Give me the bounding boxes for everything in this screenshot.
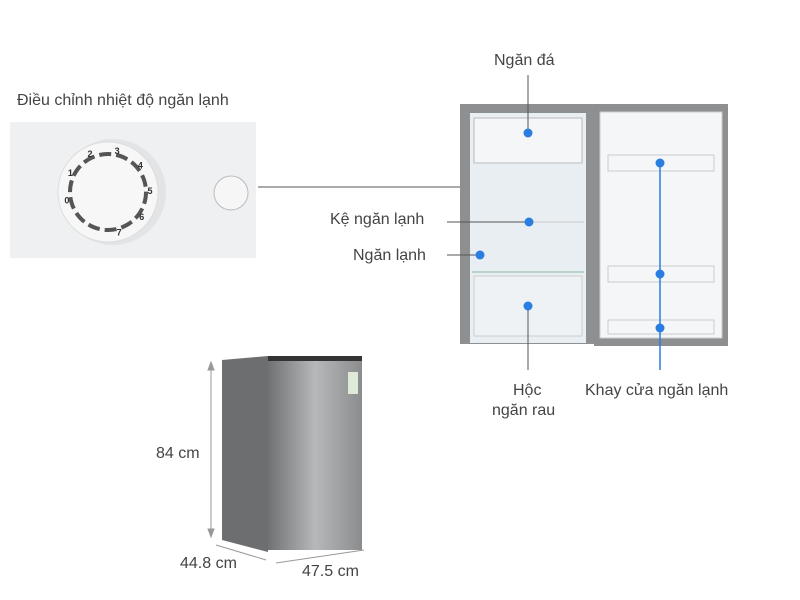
marker-door-tray-3 xyxy=(655,323,665,333)
marker-door-tray-2 xyxy=(655,269,665,279)
dial-title: Điều chỉnh nhiệt độ ngăn lạnh xyxy=(17,92,229,109)
label-shelf: Kệ ngăn lạnh xyxy=(330,211,425,228)
dimension-height: 84 cm xyxy=(156,445,200,462)
marker-crisper xyxy=(523,301,533,311)
label-fridge: Ngăn lạnh xyxy=(353,247,426,264)
marker-fridge xyxy=(475,250,485,260)
dial-mark: 6 xyxy=(139,212,144,222)
thermostat-dial-photo: 0 1 2 3 4 5 6 7 xyxy=(10,122,256,258)
label-crisper-2: ngăn rau xyxy=(492,402,556,419)
dial-mark: 0 xyxy=(64,195,69,205)
open-fridge-photo xyxy=(460,104,728,346)
marker-shelf xyxy=(524,217,534,227)
label-door-tray: Khay cửa ngăn lạnh xyxy=(585,382,729,399)
marker-door-tray-1 xyxy=(655,158,665,168)
dial-mark: 7 xyxy=(117,227,122,237)
closed-fridge-photo xyxy=(222,356,362,552)
dial-mark: 2 xyxy=(87,149,92,159)
label-freezer: Ngăn đá xyxy=(494,52,555,69)
dimension-width: 47.5 cm xyxy=(302,563,359,580)
dimension-arrows xyxy=(207,360,365,564)
dial-mark: 3 xyxy=(115,146,120,156)
leader-lines xyxy=(447,75,529,370)
dial-mark: 5 xyxy=(147,186,152,196)
label-crisper-1: Hộc xyxy=(513,382,542,399)
dial-mark: 1 xyxy=(68,168,73,178)
marker-freezer xyxy=(523,128,533,138)
dial-mark: 4 xyxy=(138,160,143,170)
dimension-depth: 44.8 cm xyxy=(180,555,237,572)
